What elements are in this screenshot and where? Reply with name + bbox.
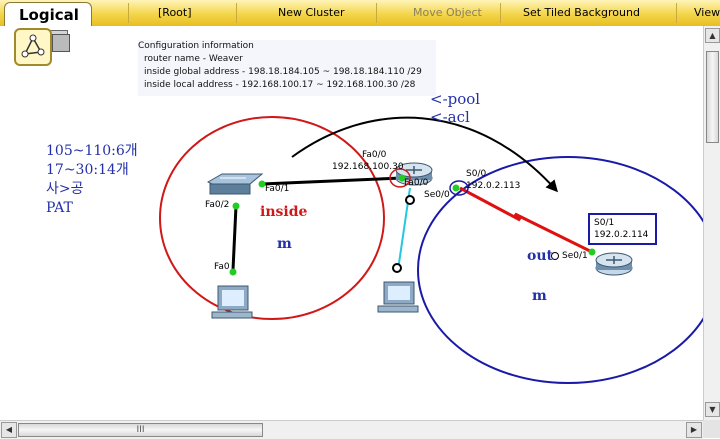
vertical-scroll-thumb[interactable]	[706, 51, 719, 143]
pc-fa0-label: Fa0	[214, 262, 230, 272]
vertical-scrollbar[interactable]: ▲ ▼	[703, 26, 720, 420]
isp-se01-label: Se0/1	[562, 251, 588, 261]
outside-interface-highlight	[449, 180, 469, 196]
scroll-right-button[interactable]: ▶	[686, 422, 702, 438]
set-tiled-background-button[interactable]: Set Tiled Background	[523, 6, 640, 19]
out-m-annotation: m	[532, 288, 547, 304]
config-router-name: router name - Weaver	[144, 54, 243, 64]
configuration-info-note: Configuration information router name - …	[138, 40, 436, 96]
root-button[interactable]: [Root]	[158, 6, 192, 19]
switch-icon[interactable]	[206, 173, 264, 195]
switch-router-link	[261, 176, 403, 186]
horizontal-scrollbar[interactable]: ◀ III ▶	[0, 420, 703, 439]
pool-note: <-pool	[430, 90, 481, 108]
router-s00-ip-label: 192.0.2.113	[466, 181, 521, 191]
isp-s01-label: S0/1	[594, 218, 615, 228]
acl-note: <-acl	[430, 108, 470, 126]
cluster-stack-icon	[52, 34, 70, 52]
toolbar-separator	[376, 3, 377, 23]
toolbar-separator	[676, 3, 677, 23]
inside-zone-circle	[159, 116, 385, 320]
calc-line: 105~110:6개	[46, 143, 138, 159]
router-s00-label: S0/0	[466, 169, 487, 179]
navigation-icon[interactable]	[14, 28, 52, 66]
outside-zone-circle	[417, 156, 703, 384]
console-port-indicator	[405, 195, 415, 205]
config-inside-global: inside global address - 198.18.184.105 ~…	[144, 67, 422, 77]
logical-tab-label: Logical	[19, 6, 79, 24]
scrollbar-corner	[703, 420, 720, 438]
port-up-indicator	[232, 202, 240, 210]
inside-m-annotation: m	[277, 236, 292, 252]
logical-toolbar: [Root] New Cluster Move Object Set Tiled…	[0, 0, 720, 27]
config-inside-local: inside local address - 192.168.100.17 ~ …	[144, 80, 416, 90]
new-cluster-button[interactable]: New Cluster	[278, 6, 345, 19]
logical-workspace[interactable]: Configuration information router name - …	[0, 26, 703, 420]
config-title: Configuration information	[138, 41, 254, 51]
toolbar-separator	[128, 3, 129, 23]
translation-arrow	[291, 116, 559, 193]
isp-ip-label: 192.0.2.114	[594, 230, 649, 240]
scroll-down-button[interactable]: ▼	[705, 402, 720, 417]
port-up-indicator	[588, 248, 596, 256]
scroll-up-button[interactable]: ▲	[705, 28, 720, 43]
toolbar-separator	[236, 3, 237, 23]
console-port-indicator	[392, 263, 402, 273]
topology-drawing	[159, 116, 703, 384]
isp-router-icon[interactable]	[595, 252, 633, 276]
router-fa00-side-label: Fa0/0	[404, 178, 429, 188]
inside-annotation: inside	[260, 204, 308, 220]
switch-pc-link	[231, 205, 238, 271]
router-fa00-label: Fa0/0	[362, 150, 387, 160]
console-pc-icon[interactable]	[377, 281, 419, 313]
pc-icon[interactable]	[211, 285, 253, 319]
horizontal-scroll-thumb[interactable]: III	[18, 423, 263, 437]
clock-icon	[551, 252, 559, 260]
move-object-button[interactable]: Move Object	[413, 6, 482, 19]
scroll-left-button[interactable]: ◀	[1, 422, 17, 438]
address-count-note: 105~110:6개 17~30:14개 사>공 PAT	[46, 142, 138, 218]
calc-line: PAT	[46, 200, 73, 216]
switch-fa01-label: Fa0/1	[265, 184, 290, 194]
port-up-indicator	[398, 174, 406, 182]
port-up-indicator	[452, 184, 460, 192]
toolbar-separator	[500, 3, 501, 23]
out-annotation: out	[527, 248, 553, 264]
router-se00-label: Se0/0	[424, 190, 450, 200]
router-icon[interactable]	[395, 162, 433, 186]
topology-icon	[21, 34, 45, 58]
router-fa00-ip-label: 192.168.100.30	[332, 162, 404, 172]
calc-line: 사>공	[46, 181, 84, 197]
calc-line: 17~30:14개	[46, 162, 129, 178]
isp-interface-box	[588, 213, 657, 245]
port-up-indicator	[258, 180, 266, 188]
switch-fa02-label: Fa0/2	[205, 200, 230, 210]
serial-link	[459, 186, 593, 254]
port-up-indicator	[229, 268, 237, 276]
view-button[interactable]: View	[694, 6, 720, 19]
inside-interface-highlight	[389, 168, 411, 188]
